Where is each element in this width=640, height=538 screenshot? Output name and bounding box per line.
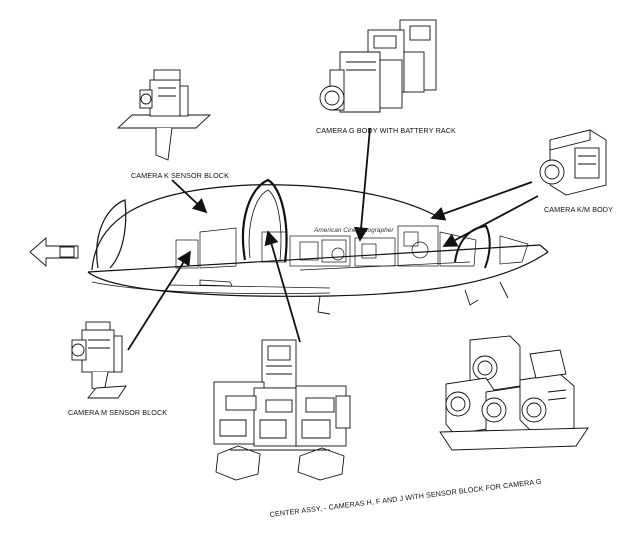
arrow-center-assy [264, 230, 301, 343]
direction-arrow-icon [29, 237, 79, 267]
leader-arrows [127, 127, 539, 351]
aircraft-fuselage [87, 178, 549, 315]
camera-m-sensor-block [71, 321, 127, 399]
watermark-text: American Cinematographer [313, 227, 394, 234]
label-camera-k-sensor: CAMERA K SENSOR BLOCK [131, 171, 229, 180]
arrow-camera-km-1 [430, 181, 533, 221]
label-center-assy: CENTER ASSY, - CAMERAS H, F AND J WITH S… [269, 477, 542, 519]
arrow-camera-km-2 [442, 195, 539, 247]
camera-k-sensor-block [116, 69, 212, 161]
camera-km-body [539, 129, 607, 196]
label-camera-g-body: CAMERA G BODY WITH BATTERY RACK [316, 126, 456, 135]
cameras-hfj-cluster [439, 335, 589, 451]
cockpit-interior [175, 225, 529, 271]
label-camera-km-body: CAMERA K/M BODY [544, 205, 613, 214]
center-assembly [213, 339, 351, 481]
label-camera-m-sensor: CAMERA M SENSOR BLOCK [68, 408, 167, 417]
arrow-camera-k [171, 179, 208, 214]
camera-g-body [319, 19, 437, 113]
arrow-camera-m [127, 250, 191, 351]
arrow-camera-g [353, 127, 371, 242]
